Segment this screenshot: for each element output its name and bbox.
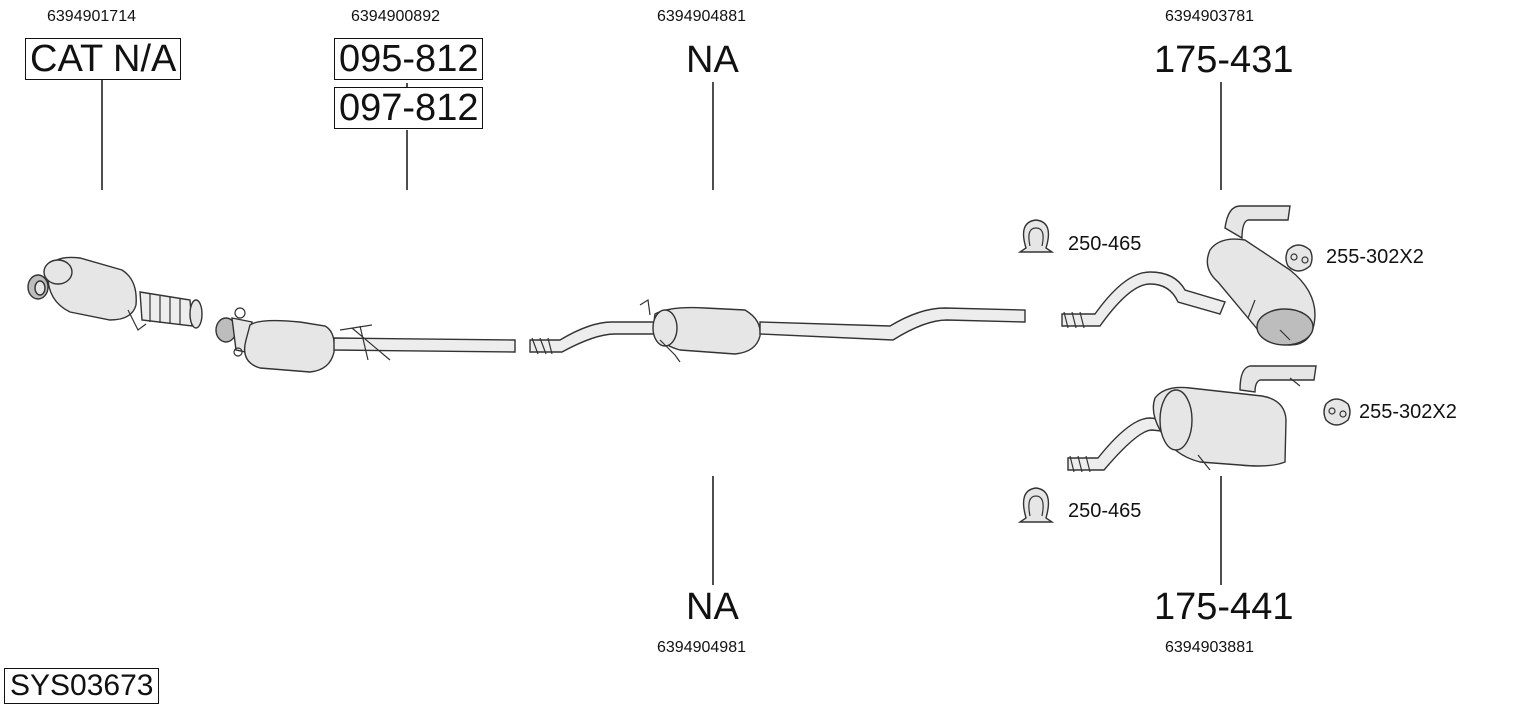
rubber-mount-upper-icon [1285, 244, 1313, 272]
rear-lower-code[interactable]: 175-441 [1154, 586, 1294, 628]
rubber-mount-upper-code[interactable]: 255-302X2 [1326, 246, 1424, 268]
rear-upper-silencer-part [1061, 205, 1316, 346]
rear-upper-code[interactable]: 175-431 [1154, 39, 1294, 81]
catalyst-oe-ref: 6394901714 [47, 8, 136, 25]
rear-lower-oe-ref: 6394903881 [1165, 639, 1254, 656]
middle-silencer-part [529, 298, 1026, 363]
middle-upper-oe-ref: 6394904881 [657, 8, 746, 25]
catalyst-code[interactable]: CAT N/A [25, 38, 182, 80]
rubber-mount-lower-code[interactable]: 255-302X2 [1359, 401, 1457, 423]
clamp-upper-icon [1017, 219, 1055, 253]
rear-lower-silencer-part [1067, 365, 1317, 473]
dpf-code-2[interactable]: 097-812 [334, 87, 484, 129]
rubber-mount-lower-icon [1323, 398, 1351, 426]
dpf-oe-ref: 6394900892 [351, 8, 440, 25]
clamp-upper-code[interactable]: 250-465 [1068, 233, 1142, 255]
rear-upper-oe-ref: 6394903781 [1165, 8, 1254, 25]
middle-lower-oe-ref: 6394904981 [657, 639, 746, 656]
clamp-lower-icon [1017, 487, 1055, 523]
catalyst-part [27, 256, 203, 331]
middle-upper-code[interactable]: NA [686, 39, 739, 81]
system-code: SYS03673 [4, 668, 160, 704]
middle-lower-code[interactable]: NA [686, 586, 739, 628]
clamp-lower-code[interactable]: 250-465 [1068, 500, 1142, 522]
dpf-code-1[interactable]: 095-812 [334, 38, 484, 80]
dpf-part [215, 307, 516, 373]
